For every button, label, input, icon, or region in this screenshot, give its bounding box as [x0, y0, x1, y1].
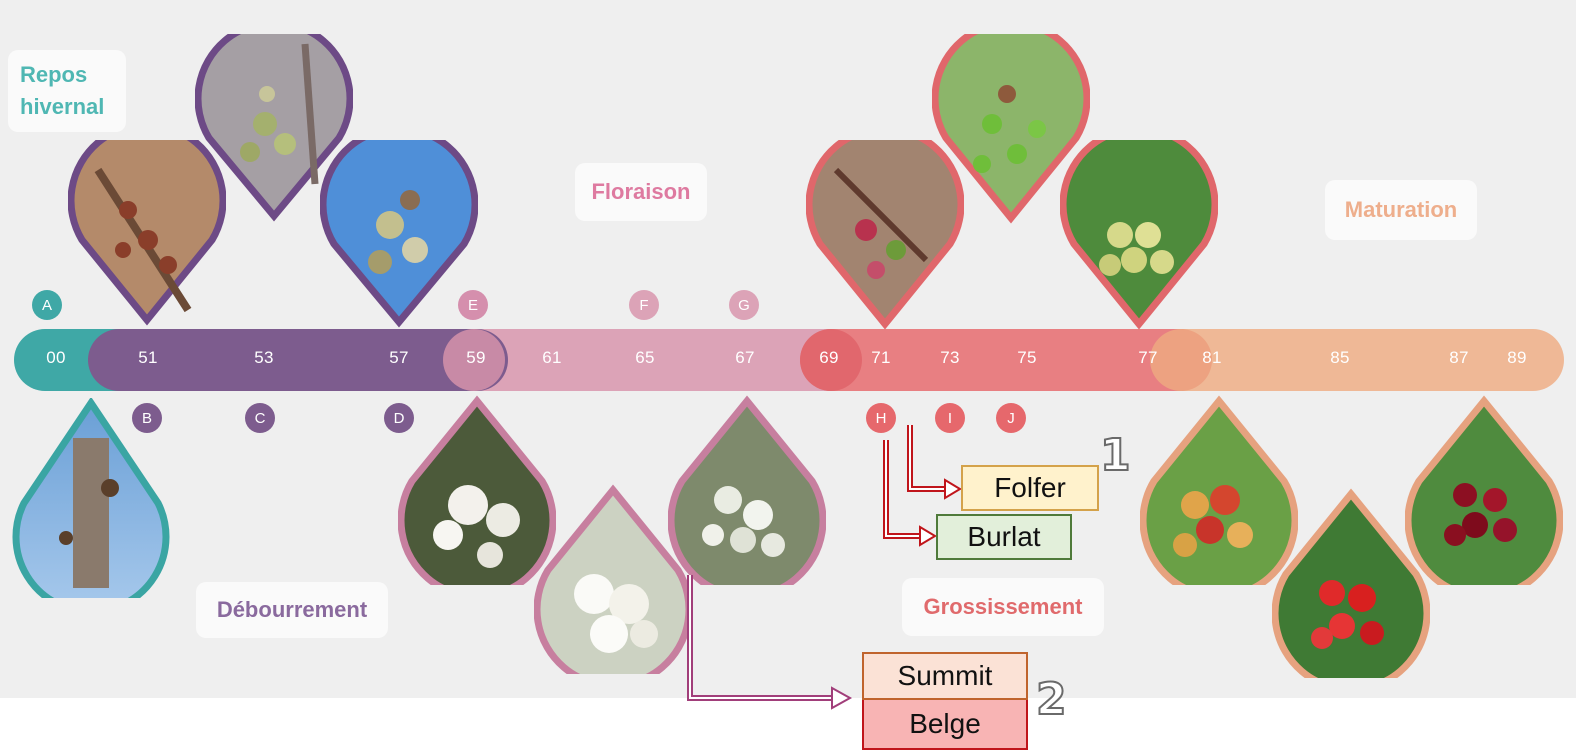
phase-label-repos: Repos hivernal — [8, 50, 126, 132]
stage-code: 81 — [1202, 348, 1222, 367]
phase-label-grossissement: Grossissement — [902, 578, 1104, 636]
stage-letter-h: H — [866, 403, 896, 433]
phase-label-floraison: Floraison — [575, 163, 707, 221]
bar-grossissement-start — [800, 329, 862, 391]
stage-letter-c: C — [245, 403, 275, 433]
stage-letter-f: F — [629, 290, 659, 320]
stage-code: 57 — [389, 348, 409, 367]
first-flowers-photo — [398, 395, 556, 585]
stage-letter-d: D — [384, 403, 414, 433]
stage-code: 51 — [138, 348, 158, 367]
stage-code: 77 — [1138, 348, 1158, 367]
bar-debourrement — [88, 329, 508, 391]
stage-letter-a: A — [32, 290, 62, 320]
stage-letter-g: G — [729, 290, 759, 320]
stage-letter-e: E — [458, 290, 488, 320]
red-cherries-photo — [1272, 488, 1430, 678]
bar-floraison-start — [443, 329, 505, 391]
variety-summit-box: Summit — [862, 652, 1028, 700]
stage-letter-b: B — [132, 403, 162, 433]
variety-folfer-box: Folfer — [961, 465, 1099, 511]
stage-code: 00 — [46, 348, 66, 367]
stage-code: 71 — [871, 348, 891, 367]
stage-code: 67 — [735, 348, 755, 367]
stage-letter-j: J — [996, 403, 1026, 433]
stage-code: 53 — [254, 348, 274, 367]
dormant-bud-photo — [8, 398, 174, 598]
ripening-cherries-photo — [1140, 395, 1298, 585]
marker-two: 2 — [1035, 674, 1068, 725]
variety-burlat-box: Burlat — [936, 514, 1072, 560]
stage-code: 61 — [542, 348, 562, 367]
stage-code: 69 — [819, 348, 839, 367]
stage-code: 87 — [1449, 348, 1469, 367]
phase-label-debourrement: Débourrement — [196, 582, 388, 638]
white-bud-cluster-photo — [320, 140, 478, 328]
green-bud-cluster-photo — [195, 34, 353, 222]
green-fruits-photo — [932, 34, 1090, 224]
phase-label-maturation: Maturation — [1325, 180, 1477, 240]
stage-letter-i: I — [935, 403, 965, 433]
stage-code: 73 — [940, 348, 960, 367]
stage-code: 75 — [1017, 348, 1037, 367]
bar-maturation-start — [1150, 329, 1212, 391]
yellow-cherries-photo — [1060, 140, 1218, 330]
stage-code: 89 — [1507, 348, 1527, 367]
stage-code: 65 — [635, 348, 655, 367]
variety-belge-box: Belge — [862, 700, 1028, 750]
swelling-bud-photo — [68, 140, 226, 326]
bar-maturation — [1150, 329, 1564, 391]
stage-code: 59 — [466, 348, 486, 367]
fruit-set-photo — [806, 140, 964, 330]
dark-cherries-photo — [1405, 395, 1563, 585]
stage-code: 85 — [1330, 348, 1350, 367]
bar-grossissement — [800, 329, 1210, 391]
bar-floraison — [443, 329, 863, 391]
end-bloom-photo — [668, 395, 826, 585]
marker-one: 1 — [1099, 430, 1132, 481]
